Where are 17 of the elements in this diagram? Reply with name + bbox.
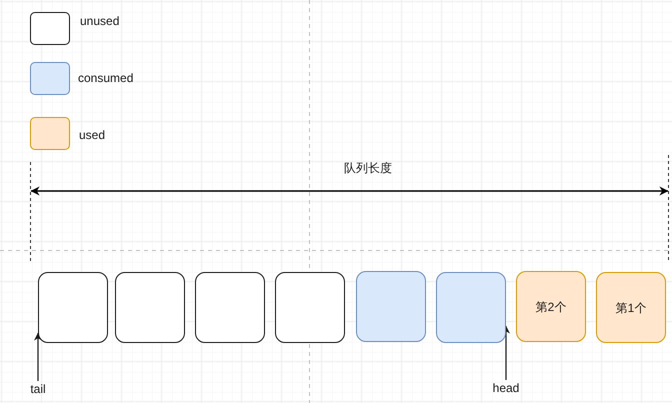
slot-label: 第1个: [616, 302, 646, 314]
slot-label: 第2个: [536, 300, 566, 312]
queue-slot: [275, 272, 345, 343]
legend-label: consumed: [78, 70, 134, 86]
queue-slot: [436, 272, 506, 343]
dimension-label: 队列长度: [343, 160, 393, 176]
queue-slot: [516, 271, 586, 342]
queue-slot: [596, 272, 666, 343]
queue-slot: [115, 272, 185, 343]
queue-slot: [195, 272, 265, 343]
arrow: [34, 332, 42, 381]
queue-slot: [38, 272, 108, 343]
pointer-label: tail: [23, 381, 53, 397]
legend-label: unused: [80, 13, 120, 29]
pointer-label: head: [488, 380, 524, 396]
legend-label: used: [79, 127, 106, 143]
queue-slot: [356, 271, 426, 342]
